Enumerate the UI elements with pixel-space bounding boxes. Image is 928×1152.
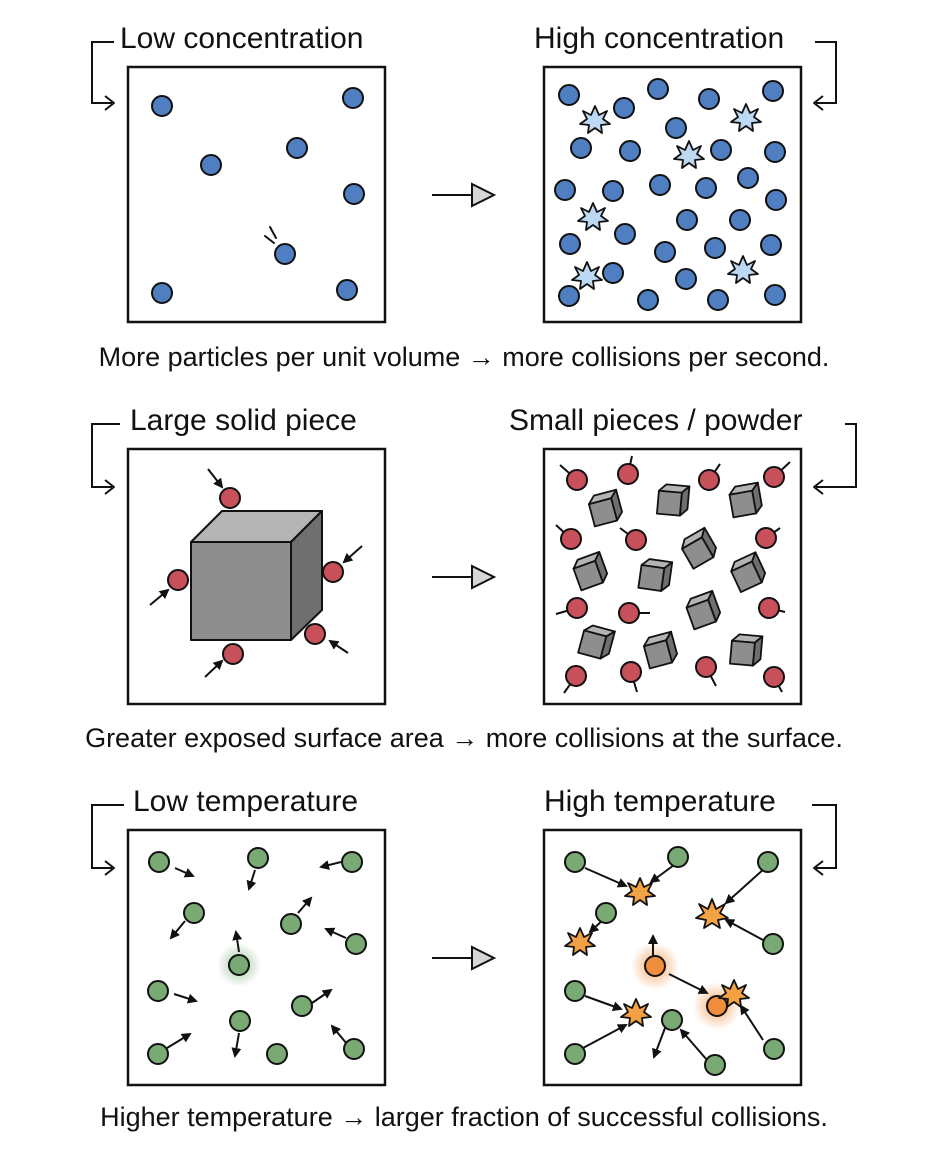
large-solid-cube [190,510,323,641]
label-large-solid-piece: Large solid piece [126,404,361,438]
small-pieces [572,481,767,670]
high-concentration-particles [554,78,787,311]
bracket-right-3 [812,804,837,869]
large-solid-arrows [149,468,363,678]
high-temperature-arrows [582,864,766,1061]
bracket-left-3 [91,804,124,869]
high-temperature-particles [564,846,785,1076]
caption-surface-area: Greater exposed surface area → more coll… [85,723,843,753]
small-pieces-particles [560,463,785,688]
panel-high-concentration [542,65,803,324]
label-small-pieces-powder: Small pieces / powder [505,404,807,438]
label-low-temperature: Low temperature [129,785,363,819]
bracket-right-1 [815,41,837,104]
low-concentration-particles [151,87,365,304]
low-temperature-particles [147,847,367,1065]
caption-temperature: Higher temperature → larger fraction of … [100,1102,828,1132]
label-low-concentration: Low concentration [116,22,368,56]
panel-low-temperature [126,828,387,1087]
label-high-temperature: High temperature [540,785,780,819]
panel-low-concentration [126,65,387,324]
high-temperature-hot-particles [644,955,728,1017]
bracket-left-1 [91,41,114,104]
low-temperature-arrows [166,860,348,1058]
label-high-concentration: High concentration [530,22,789,56]
transition-arrows [432,182,497,971]
panel-large-solid [126,447,387,706]
large-solid-particles [167,487,344,665]
high-concentration-collisions [571,103,762,290]
caption-concentration: More particles per unit volume → more co… [98,342,830,372]
bracket-right-2 [816,423,857,488]
panel-high-temperature [542,828,803,1087]
bracket-left-2 [91,423,120,488]
high-temperature-collisions [564,877,750,1027]
panel-small-pieces [542,447,803,706]
